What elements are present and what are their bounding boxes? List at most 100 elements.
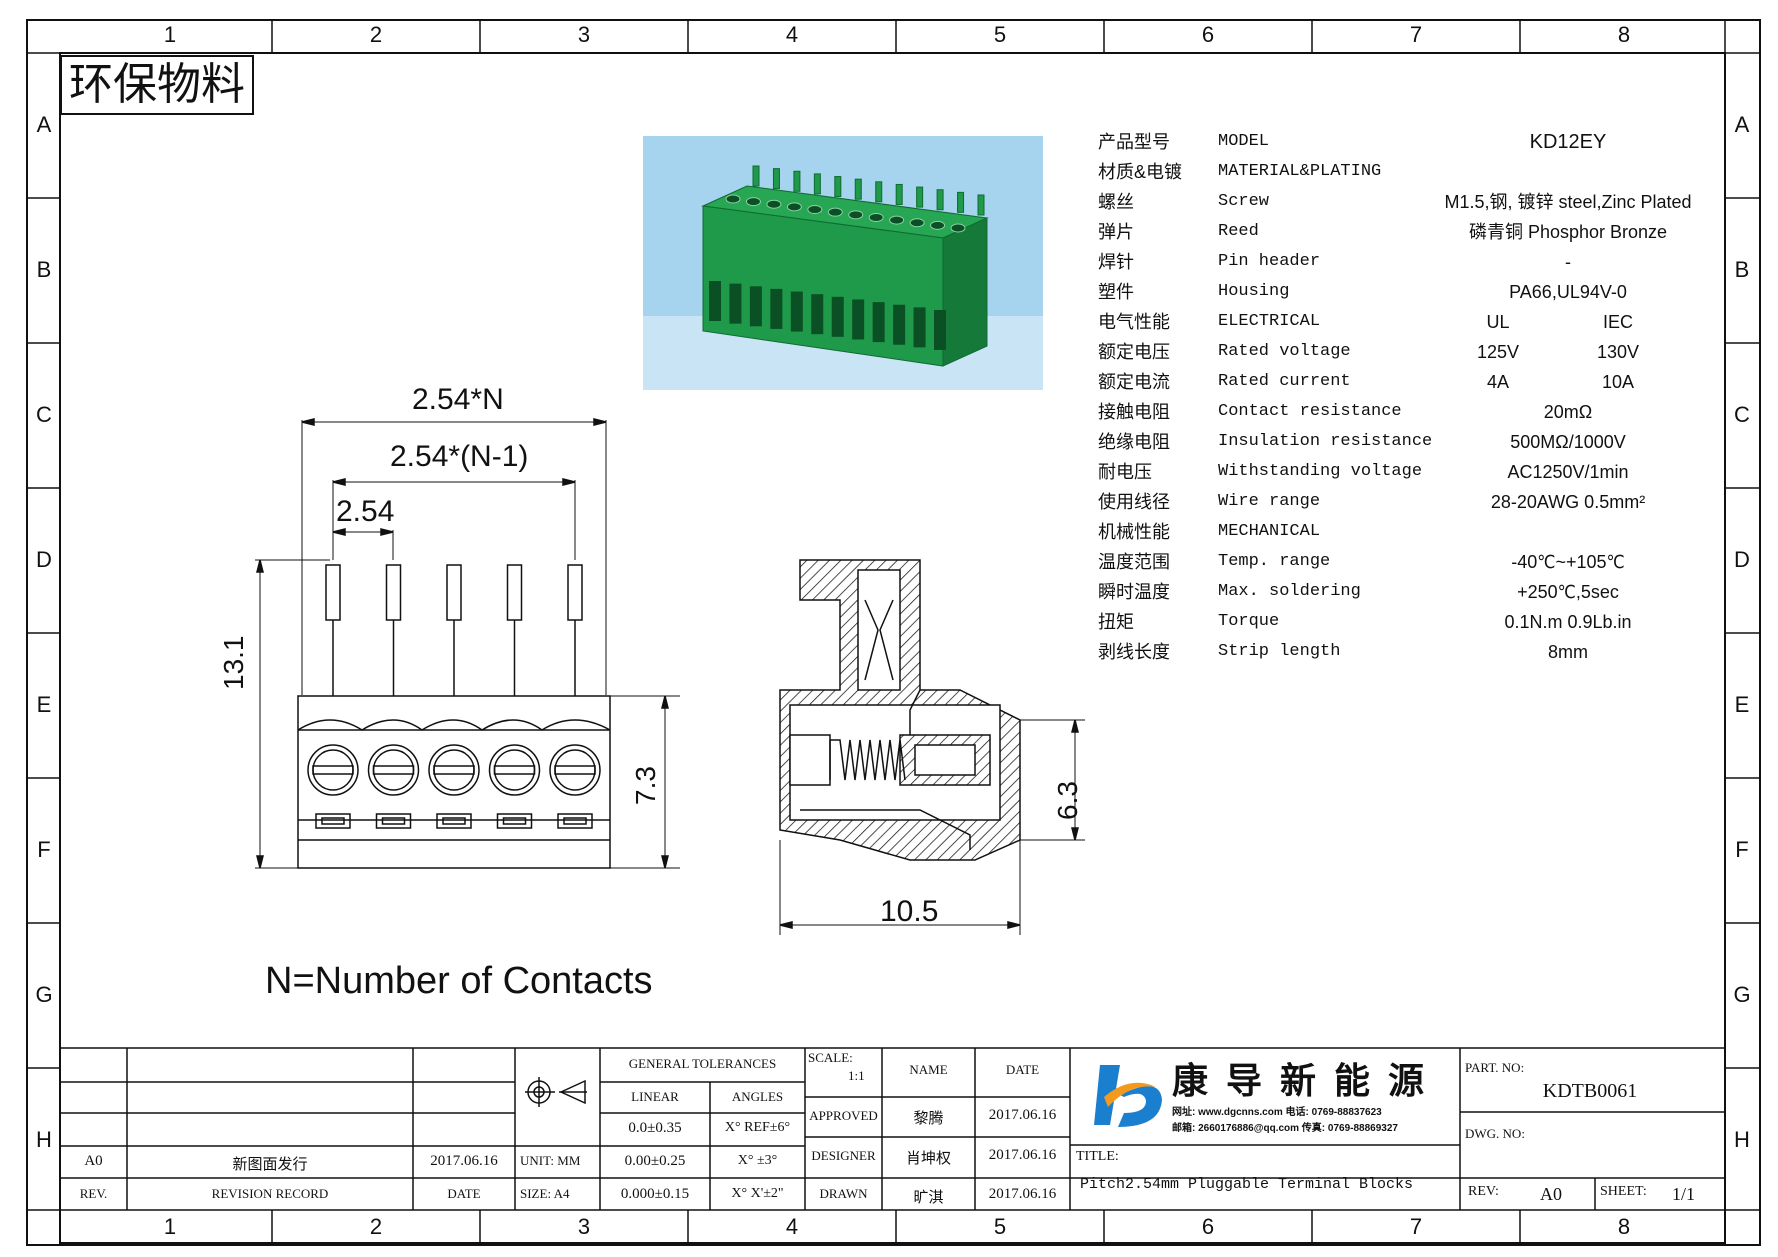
photo-screw-hole xyxy=(950,223,966,233)
zone-row-a: A xyxy=(36,112,52,137)
photo-fin xyxy=(875,181,883,203)
spec-cn: 绝缘电阻 xyxy=(1098,432,1170,452)
dim-side-width: 10.5 xyxy=(880,895,939,928)
zone-row-e: E xyxy=(36,692,52,717)
spec-value: 500MΩ/1000V xyxy=(1510,432,1626,452)
dwg-no-label: DWG. NO: xyxy=(1465,1126,1525,1141)
photo-fin xyxy=(916,186,924,208)
spec-en: MODEL xyxy=(1218,132,1270,151)
zone-col-3-bottom: 3 xyxy=(577,1214,591,1239)
spec-cn: 耐电压 xyxy=(1098,462,1152,482)
photo-screw-hole xyxy=(827,207,843,217)
photo-wire-slot xyxy=(709,281,721,321)
spec-en: Pin header xyxy=(1218,252,1321,271)
zone-col-7: 7 xyxy=(1409,22,1423,47)
spec-ul: 125V xyxy=(1476,342,1520,362)
spec-value: AC1250V/1min xyxy=(1507,462,1629,482)
photo-fin xyxy=(834,176,842,198)
spec-en: Reed xyxy=(1218,222,1259,241)
zone-row-f-right: F xyxy=(1735,837,1749,862)
spec-value: 8mm xyxy=(1548,642,1588,662)
zone-col-1-bottom: 1 xyxy=(163,1214,177,1239)
spec-cn: 材质&电镀 xyxy=(1098,162,1183,182)
photo-fin xyxy=(793,170,801,192)
spec-en: Insulation resistance xyxy=(1218,432,1433,451)
photo-fin xyxy=(977,194,985,216)
linear-header: LINEAR xyxy=(631,1089,679,1104)
contacts-note: N=Number of Contacts xyxy=(265,960,653,1002)
screw-slot xyxy=(554,765,596,775)
photo-wire-slot xyxy=(811,294,824,335)
spec-en: Housing xyxy=(1218,282,1290,301)
rev-label: REV: xyxy=(1468,1184,1499,1199)
zone-row-g-right: G xyxy=(1733,982,1751,1007)
spec-en: Torque xyxy=(1218,612,1280,631)
wire-entry-inner xyxy=(381,817,406,825)
approved-name: 黎腾 xyxy=(913,1110,944,1127)
spec-value: +250℃,5sec xyxy=(1517,582,1619,602)
screw-slot xyxy=(433,765,475,775)
screw-slot xyxy=(372,765,415,775)
photo-wire-slot xyxy=(831,296,844,337)
unit-label: UNIT: MM xyxy=(520,1153,581,1168)
approved-date: 2017.06.16 xyxy=(988,1107,1057,1123)
zone-row-d: D xyxy=(36,547,52,572)
screw-head-outer xyxy=(307,744,359,796)
rev-value: A0 xyxy=(1540,1184,1562,1204)
zone-row-b-right: B xyxy=(1734,257,1750,282)
photo-screw-hole xyxy=(807,205,823,215)
zone-col-7-bottom: 7 xyxy=(1409,1214,1423,1239)
zone-col-4-bottom: 4 xyxy=(785,1214,799,1239)
wire-entry xyxy=(496,813,533,829)
photo-screw-hole xyxy=(786,202,802,212)
photo-screw-hole xyxy=(930,220,946,230)
spec-cn: 额定电流 xyxy=(1098,372,1170,392)
wire-entry xyxy=(557,813,593,829)
spec-cn: 使用线径 xyxy=(1098,492,1170,512)
wire-entry-inner xyxy=(321,817,345,825)
zone-row-h-right: H xyxy=(1734,1127,1750,1152)
spec-en: Wire range xyxy=(1218,492,1321,511)
general-tolerances-header: GENERAL TOLERANCES xyxy=(628,1056,777,1071)
photo-fin xyxy=(895,183,903,205)
screw-slot xyxy=(493,765,536,775)
spec-en: Strip length xyxy=(1218,642,1341,661)
revision-record-header: REVISION RECORD xyxy=(211,1186,329,1201)
spec-cn: 扭矩 xyxy=(1098,612,1134,632)
dim-total-width: 2.54*N xyxy=(412,383,504,416)
spec-value: PA66,UL94V-0 xyxy=(1509,282,1627,302)
screw-head-outer xyxy=(428,744,480,796)
revision-record-a0: 新图面发行 xyxy=(232,1156,308,1173)
zone-row-c-right: C xyxy=(1734,402,1750,427)
spec-cn: 剥线长度 xyxy=(1098,642,1170,662)
linear-tolerance-1: 0.0±0.35 xyxy=(628,1120,682,1136)
company-contact-line-1: 网址: www.dgcnns.com 电话: 0769-88837623 xyxy=(1172,1107,1382,1118)
drawn-label: DRAWN xyxy=(819,1186,868,1201)
zone-col-8-bottom: 8 xyxy=(1617,1214,1631,1239)
drawn-date: 2017.06.16 xyxy=(988,1186,1057,1202)
wire-entry xyxy=(315,813,351,829)
designer-date: 2017.06.16 xyxy=(988,1147,1057,1163)
zone-col-4: 4 xyxy=(785,22,799,47)
spec-en: Screw xyxy=(1218,192,1270,211)
company-logo-icon xyxy=(1094,1065,1162,1127)
photo-screw-hole xyxy=(889,215,905,225)
zone-col-6-bottom: 6 xyxy=(1201,1214,1215,1239)
revision-date-header: DATE xyxy=(447,1186,481,1201)
spec-value: 28-20AWG 0.5mm² xyxy=(1490,492,1646,512)
photo-screw-hole xyxy=(909,218,925,228)
product-photo xyxy=(643,136,1043,390)
designer-label: DESIGNER xyxy=(811,1148,876,1163)
dim-pitch: 2.54 xyxy=(336,495,395,528)
spec-en: Max. soldering xyxy=(1218,582,1361,601)
sheet-value: 1/1 xyxy=(1672,1184,1696,1204)
photo-wire-slot xyxy=(913,307,926,348)
photo-fin xyxy=(772,168,780,190)
spec-value: -40℃~+105℃ xyxy=(1511,552,1625,572)
screw-head-outer xyxy=(549,744,601,796)
photo-wire-slot xyxy=(790,291,803,332)
scale-value: 1:1 xyxy=(848,1068,865,1083)
photo-screw-hole xyxy=(745,197,761,207)
